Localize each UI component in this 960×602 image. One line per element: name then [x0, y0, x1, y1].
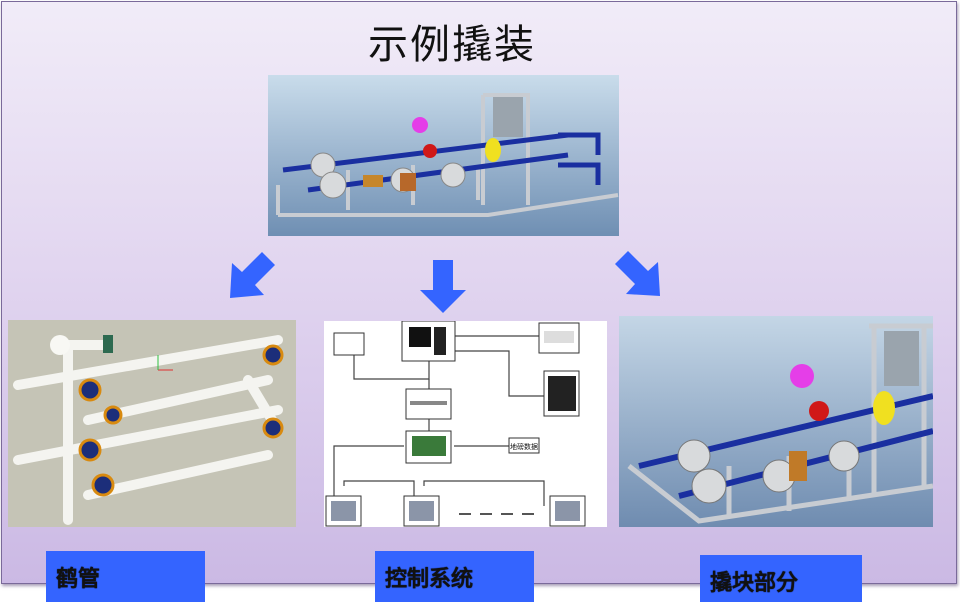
arrow-down-right-icon [615, 251, 660, 296]
control-system-diagram: 地磅数据 [324, 321, 607, 527]
label-skid-block: 撬块部分 [700, 555, 862, 602]
arrow-down-icon [420, 260, 466, 313]
skid-3d-render [268, 75, 619, 236]
label-loading-arm: 鹤管 [46, 551, 205, 602]
diagram-node-label: 地磅数据 [510, 442, 538, 451]
slide-title: 示例撬装 [368, 22, 536, 68]
arrow-down-left-icon [230, 252, 275, 298]
loading-arm-3d-render [8, 320, 296, 527]
label-control-system: 控制系统 [375, 551, 534, 602]
skid-block-3d-render [619, 316, 933, 527]
